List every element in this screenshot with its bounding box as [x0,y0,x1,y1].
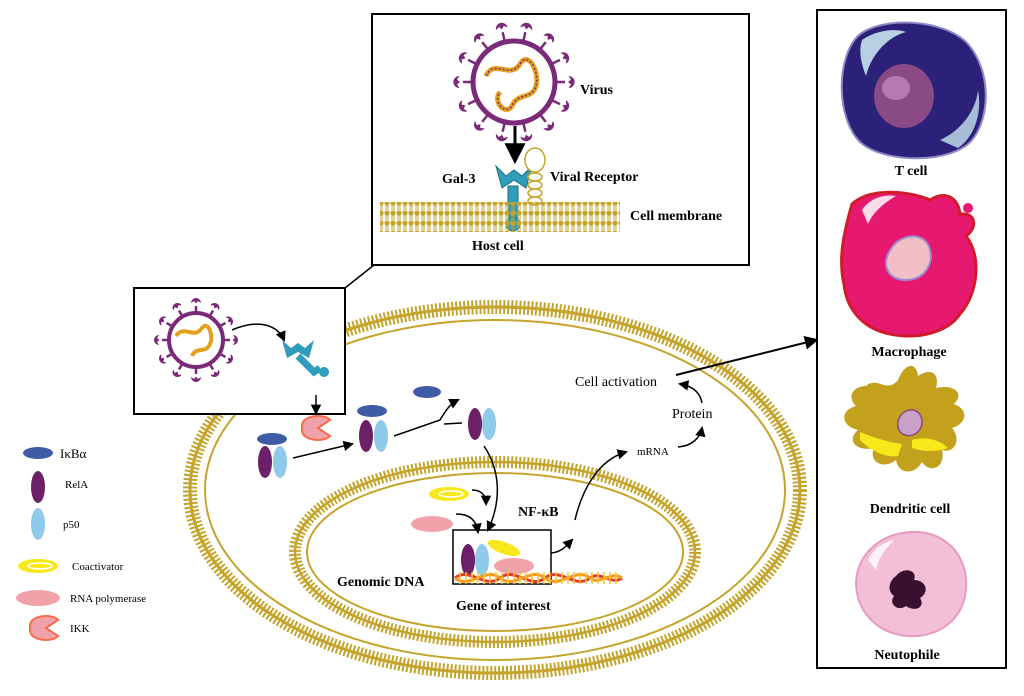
legend-item: RNA polymerase [16,590,146,606]
t-cell-icon [840,21,987,160]
neutrophil-icon [854,530,968,638]
immune-cell-label-t-cell: T cell [895,164,928,179]
gal3-small-icon [282,340,329,377]
viral-receptor-label: Viral Receptor [550,170,639,185]
coactivator-icon [429,487,469,501]
host-cell-membrane [183,300,807,680]
mrna-label: mRNA [637,446,669,458]
nfkb-ikba-complex-2 [357,405,388,452]
immune-cells-panel: T cell Macrophage Dendritic cell Neutoph… [816,9,1007,669]
legend-label-coactivator: Coactivator [72,561,124,573]
legend-label-rela: RelA [65,479,88,491]
legend-label-ikk: IKK [70,623,90,635]
legend-label-p50: p50 [63,519,80,531]
virus-icon [453,22,575,142]
cell-membrane-bilayer [380,202,620,232]
rela-icon [31,471,45,503]
ikba-icon [23,447,53,459]
dna-double-helix-icon [454,572,623,584]
zoom-connector-line [344,264,375,289]
viral-receptor-icon [524,147,546,206]
nfkb-ikba-complex-1 [257,433,287,478]
genomic-dna-label: Genomic DNA [337,575,425,590]
protein-label: Protein [672,407,712,422]
immune-cell-label-dendritic: Dendritic cell [870,502,951,517]
cell-activation-label: Cell activation [575,375,657,390]
virus-small-icon [154,298,238,382]
ikk-legend-icon [29,615,60,641]
legend-item: RelA [31,471,88,503]
gene-expression-output: mRNA Protein Cell activation [574,335,819,521]
ikk-icon [301,415,332,441]
nuclear-membrane [289,456,701,648]
gal3-label: Gal-3 [442,172,475,187]
virus-entry-panel [133,287,346,415]
dendritic-cell-icon [844,365,965,472]
nfkb-label: NF-κB [518,505,558,520]
virus-binding-panel: Virus Gal-3 Viral Receptor Cell membrane… [371,13,750,266]
free-nfkb-dimer [468,408,496,440]
rna-polymerase-legend-icon [16,590,60,606]
legend-label-rna-polymerase: RNA polymerase [70,593,146,605]
legend: IκBα RelA p50 Coactivator RNA polymerase… [16,446,146,641]
transcription-complex-box [452,529,552,585]
virus-label: Virus [580,83,613,98]
immune-cell-label-macrophage: Macrophage [871,345,946,360]
nucleus-contents: NF-κB Genomic DNA Gene of interest [337,487,623,614]
legend-item: Coactivator [18,559,124,573]
coactivator-legend-icon [18,559,58,573]
legend-item: IκBα [23,446,87,461]
immune-cell-label-neutrophile: Neutophile [874,648,939,663]
p50-icon [31,508,45,540]
legend-item: IKK [29,615,90,641]
host-cell-label: Host cell [472,239,524,254]
legend-item: p50 [31,508,80,540]
cell-membrane-label: Cell membrane [630,209,722,224]
macrophage-icon [840,190,978,338]
rna-polymerase-icon [411,516,453,532]
nfkb-cytoplasm-pathway [257,386,498,532]
gene-of-interest-label: Gene of interest [456,599,551,614]
legend-label-ikba: IκBα [60,446,87,461]
activation-to-immune-cells-arrow [675,335,819,376]
released-ikba-icon [413,386,441,398]
